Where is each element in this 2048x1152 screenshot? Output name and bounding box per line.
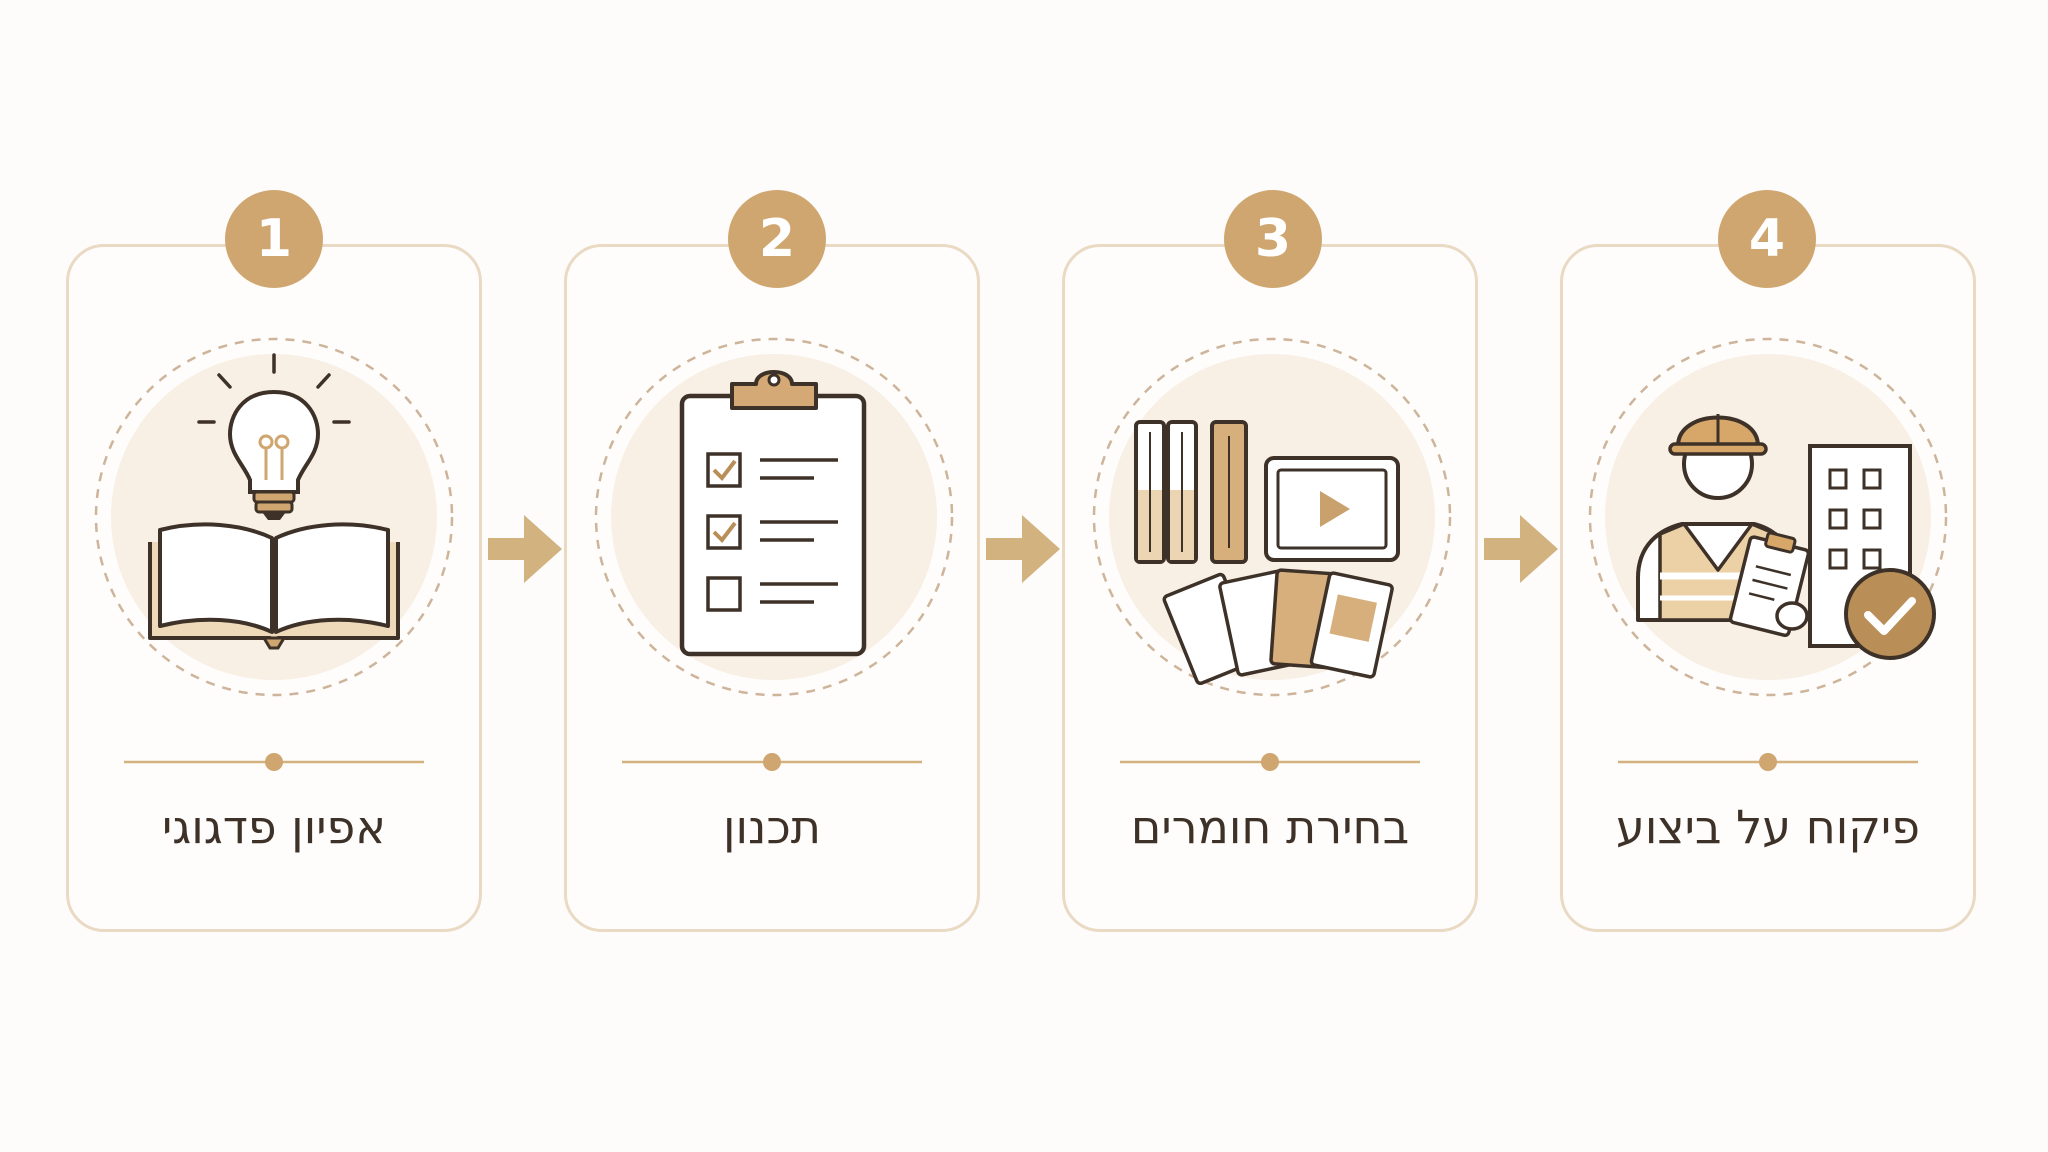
arrow-right-icon	[986, 515, 1060, 583]
step-number-badge-1: 1	[225, 190, 323, 288]
step-divider-1	[124, 753, 424, 771]
step-number-badge-2: 2	[728, 190, 826, 288]
clipboard-checklist-icon	[594, 337, 954, 697]
book-lightbulb-icon	[94, 337, 454, 697]
arrow-right-icon	[488, 515, 562, 583]
arrow-right-icon	[1484, 515, 1558, 583]
step-label-2: תכנון	[722, 800, 822, 854]
step-number-badge-3: 3	[1224, 190, 1322, 288]
step-label-4: פיקוח על ביצוע	[1616, 800, 1920, 854]
step-label-3: בחירת חומרים	[1130, 800, 1410, 854]
step-divider-4	[1618, 753, 1918, 771]
step-number-badge-4: 4	[1718, 190, 1816, 288]
step-label-1: אפיון פדגוגי	[161, 800, 387, 854]
construction-supervisor-icon	[1588, 337, 1948, 697]
step-divider-2	[622, 753, 922, 771]
step-divider-3	[1120, 753, 1420, 771]
materials-books-video-icon	[1092, 337, 1452, 697]
